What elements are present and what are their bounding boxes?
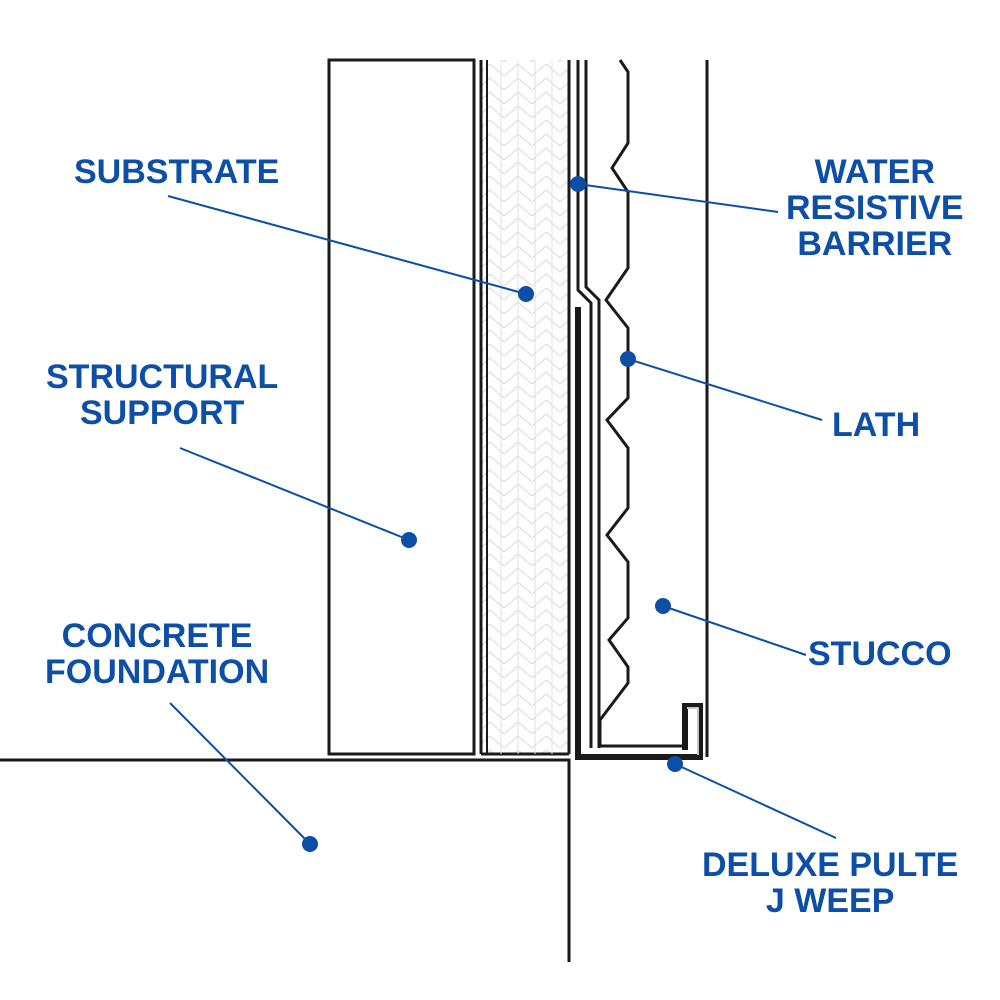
- label-j-weep-line-1: DELUXE PULTE: [702, 846, 959, 884]
- label-concrete-foundation: CONCRETE FOUNDATION: [45, 618, 269, 690]
- leader-line-j-weep: [674, 763, 837, 839]
- leader-line-substrate: [167, 195, 527, 295]
- water-resistive-barrier-inner: [584, 60, 601, 748]
- label-wrb-line-2: RESISTIVE: [786, 189, 964, 227]
- j-weep-screed: [575, 307, 703, 760]
- label-stucco-line-1: STUCCO: [808, 635, 952, 673]
- label-substrate: SUBSTRATE: [74, 154, 279, 190]
- label-lath-line-1: LATH: [832, 406, 921, 444]
- label-lath: LATH: [832, 407, 920, 443]
- label-structural-support: STRUCTURAL SUPPORT: [46, 359, 278, 431]
- label-structural-support-line-1: STRUCTURAL: [46, 358, 279, 396]
- label-concrete-foundation-line-2: FOUNDATION: [45, 653, 270, 691]
- label-water-resistive-barrier: WATER RESISTIVE BARRIER: [786, 154, 964, 262]
- concrete-foundation-outline: [0, 758, 571, 962]
- j-weep-return: [687, 707, 699, 755]
- label-deluxe-pulte-j-weep: DELUXE PULTE J WEEP: [702, 847, 958, 919]
- marker-concrete-foundation: [302, 836, 318, 852]
- label-j-weep-line-2: J WEEP: [765, 882, 895, 920]
- label-substrate-line-1: SUBSTRATE: [74, 153, 280, 191]
- label-concrete-foundation-line-1: CONCRETE: [61, 617, 253, 655]
- water-resistive-barrier-outer: [576, 60, 593, 748]
- label-structural-support-line-2: SUPPORT: [79, 394, 245, 432]
- substrate-grain-lines: [500, 60, 553, 754]
- label-wrb-line-1: WATER: [814, 153, 935, 191]
- marker-substrate: [518, 286, 534, 302]
- marker-structural-support: [401, 532, 417, 548]
- structural-support-member: [327, 58, 476, 756]
- marker-j-weep: [667, 756, 683, 772]
- leader-line-concrete-foundation: [169, 702, 311, 845]
- marker-lath: [620, 351, 636, 367]
- leader-line-water-resistive-barrier: [577, 183, 779, 213]
- marker-stucco: [655, 598, 671, 614]
- substrate-board: [481, 60, 569, 754]
- lath-metal: [598, 59, 686, 748]
- leader-line-lath: [627, 358, 823, 421]
- label-wrb-line-3: BARRIER: [797, 225, 953, 263]
- leader-line-structural-support: [179, 447, 410, 541]
- leader-line-stucco: [662, 605, 807, 656]
- label-stucco: STUCCO: [808, 636, 952, 672]
- marker-water-resistive-barrier: [570, 176, 586, 192]
